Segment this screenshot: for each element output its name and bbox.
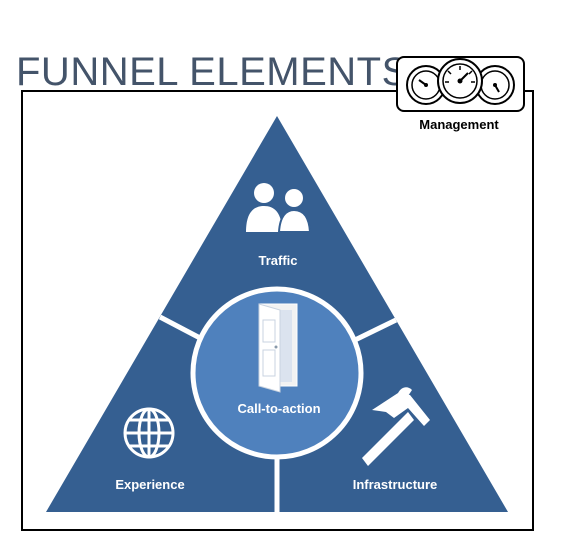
gauges-icon <box>406 58 515 105</box>
management-badge <box>396 56 525 112</box>
diagram-frame <box>21 90 534 531</box>
management-label: Management <box>419 117 499 132</box>
segment-label-call-to-action: Call-to-action <box>237 401 320 416</box>
globe-icon <box>123 407 175 459</box>
door-icon <box>258 303 298 393</box>
segment-label-traffic: Traffic <box>258 253 297 268</box>
segment-label-experience: Experience <box>115 477 184 492</box>
page-title: FUNNEL ELEMENTS <box>16 50 409 94</box>
segment-label-infrastructure: Infrastructure <box>353 477 438 492</box>
hammer-icon <box>362 387 430 466</box>
users-icon <box>246 183 312 233</box>
